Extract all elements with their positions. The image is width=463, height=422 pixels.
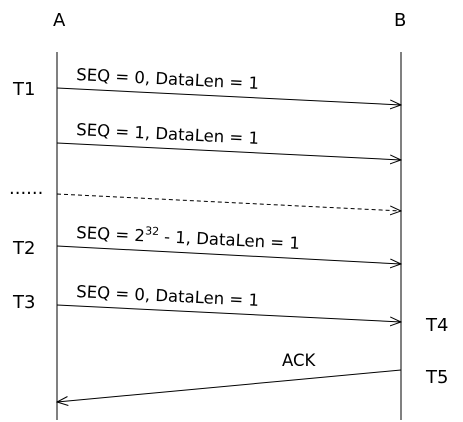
message-3-arrow	[56, 245, 401, 264]
message-3-seq-prefix: SEQ = 2	[76, 223, 146, 245]
message-2-label: SEQ = 1, DataLen = 1	[76, 120, 260, 148]
host-b-label: B	[394, 10, 406, 31]
message-2-arrow	[56, 142, 401, 160]
message-3-seq-suffix: - 1, DataLen = 1	[158, 227, 300, 253]
message-3-label: SEQ = 232 - 1, DataLen = 1	[76, 221, 301, 253]
ack-arrow	[57, 369, 402, 402]
time-t4-label: T4	[425, 315, 448, 336]
elided-messages-arrow	[56, 193, 401, 211]
message-4-label: SEQ = 0, DataLen = 1	[76, 282, 260, 310]
time-t3-label: T3	[12, 292, 35, 313]
message-3-seq-exponent: 32	[145, 224, 160, 238]
time-t5-label: T5	[425, 367, 448, 388]
time-ellipsis-label: ......	[9, 178, 43, 199]
time-t1-label: T1	[12, 79, 35, 100]
message-4-arrow	[56, 304, 401, 322]
ack-label: ACK	[282, 351, 317, 370]
host-a-label: A	[53, 10, 66, 31]
message-1-label: SEQ = 0, DataLen = 1	[76, 65, 260, 93]
message-1-arrow	[56, 87, 401, 105]
time-t2-label: T2	[12, 238, 35, 259]
